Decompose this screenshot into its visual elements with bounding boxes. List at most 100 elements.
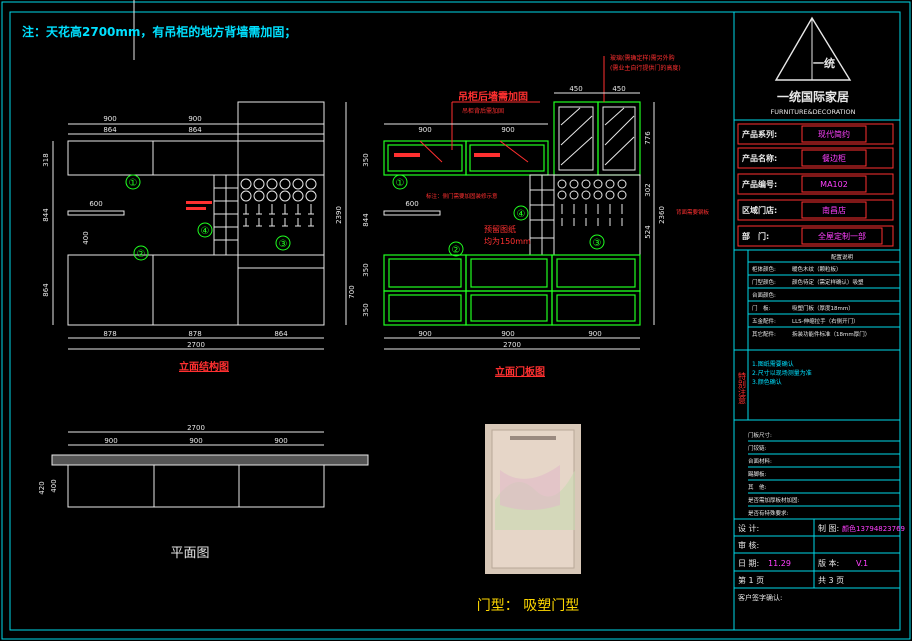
svg-text:420: 420 (38, 481, 46, 494)
svg-text:450: 450 (569, 85, 582, 93)
svg-text:11.29: 11.29 (768, 559, 791, 568)
svg-text:450: 450 (612, 85, 625, 93)
svg-text:400: 400 (50, 479, 58, 492)
svg-text:1.图纸需要确认: 1.图纸需要确认 (752, 360, 794, 368)
special-label: 特别注意 (738, 371, 747, 404)
svg-text:产品系列:: 产品系列: (742, 129, 777, 139)
svg-text:900: 900 (501, 126, 514, 134)
svg-text:600: 600 (405, 200, 418, 208)
svg-text:共 3 页: 共 3 页 (818, 576, 844, 585)
svg-text:五金配件:: 五金配件: (752, 317, 776, 325)
plan-wall (51, 454, 369, 466)
door-info-rows: 门板尺寸: 门铰链: 台面材料: 踢脚板: 其 他: 是否需加厚板材加固: 是否… (748, 431, 900, 517)
svg-text:864: 864 (188, 126, 202, 134)
svg-text:是否有特殊要求:: 是否有特殊要求: (748, 509, 789, 517)
plan-cabinet (67, 464, 325, 508)
base-cabinet-mid (152, 254, 239, 326)
svg-text:864: 864 (103, 126, 117, 134)
door-type: 门型： 吸塑门型 (477, 598, 579, 614)
svg-text:900: 900 (501, 330, 514, 338)
svg-text:900: 900 (274, 437, 287, 445)
svg-text:门板尺寸:: 门板尺寸: (748, 431, 772, 439)
svg-text:MA102: MA102 (820, 180, 848, 189)
svg-text:门 板:: 门 板: (752, 304, 771, 312)
info-rows: 产品系列: 现代简约 产品名称: 餐边柜 产品编号: MA102 区域门店: 南… (737, 123, 894, 247)
right-elevation: ① ② ③ ④ 吊柜后墙需加固 吊柜背后需加固 玻璃(需确定样)需另外购 (需业… (335, 54, 710, 378)
svg-text:900: 900 (103, 115, 116, 123)
company-name-en: FURNITURE&DECORATION (770, 108, 855, 116)
svg-text:台面颜色:: 台面颜色: (752, 291, 776, 299)
svg-text:全屋定制一部: 全屋定制一部 (818, 231, 866, 241)
svg-text:600: 600 (89, 200, 102, 208)
svg-text:(需业主自行提供门的高度): (需业主自行提供门的高度) (610, 64, 681, 72)
svg-text:②: ② (452, 245, 461, 256)
svg-text:标注：侧门需要加固装修示意: 标注：侧门需要加固装修示意 (426, 192, 498, 200)
upper-door-mid (465, 140, 549, 176)
plan-view: 2700 900 900 900 420 400 平面图 (38, 424, 369, 561)
config-header: 配置说明 (831, 253, 854, 261)
svg-text:其它配件:: 其它配件: (752, 330, 776, 338)
config-rows: 柜体颜色: 暖色木纹（颗粒板） 门型颜色: 颜色待定（需定样确认）吸塑 台面颜色… (748, 265, 900, 338)
door-sample: 门型： 吸塑门型 (477, 424, 581, 614)
svg-text:第 1 页: 第 1 页 (738, 575, 764, 585)
right-title: 立面门板图 (495, 365, 545, 378)
svg-text:LLS-伸缩拉手（右侧开门）: LLS-伸缩拉手（右侧开门） (792, 317, 859, 325)
marker-1: ① (129, 178, 138, 189)
left-title: 立面结构图 (179, 360, 229, 373)
title-block: 一统 一统国际家居 FURNITURE&DECORATION 产品系列: 现代简… (734, 16, 905, 602)
marker-4: ④ (201, 226, 210, 237)
drawing-note: 注：天花高2700mm，有吊柜的地方背墙需加固； (22, 24, 296, 39)
svg-text:2700: 2700 (503, 341, 521, 349)
svg-text:400: 400 (82, 231, 90, 244)
svg-text:524: 524 (644, 225, 652, 239)
svg-text:2700: 2700 (187, 424, 205, 432)
company-logo: 一统 (774, 16, 852, 81)
svg-text:柜体颜色:: 柜体颜色: (752, 265, 776, 273)
svg-text:产品编号:: 产品编号: (742, 179, 777, 189)
glass-door-left (553, 101, 599, 176)
customer-sign: 客户签字确认: (738, 593, 782, 602)
svg-text:2.尺寸以现场测量为准: 2.尺寸以现场测量为准 (752, 369, 812, 377)
svg-text:③: ③ (593, 238, 602, 249)
svg-text:台面材料:: 台面材料: (748, 457, 772, 465)
svg-text:吸塑门板（厚度18mm）: 吸塑门板（厚度18mm） (792, 304, 854, 312)
svg-text:864: 864 (274, 330, 288, 338)
plan-title: 平面图 (170, 546, 209, 561)
upper-cabinet-left (67, 140, 154, 176)
svg-text:900: 900 (588, 330, 601, 338)
svg-text:审 核:: 审 核: (738, 540, 759, 550)
svg-text:现代简约: 现代简约 (818, 129, 850, 139)
svg-text:④: ④ (517, 209, 526, 220)
svg-text:预留图纸: 预留图纸 (484, 224, 516, 234)
svg-text:产品名称:: 产品名称: (742, 153, 777, 163)
svg-text:350: 350 (362, 303, 370, 316)
svg-text:区域门店:: 区域门店: (742, 205, 777, 215)
svg-text:餐边柜: 餐边柜 (822, 153, 846, 163)
svg-text:均为150mm: 均为150mm (484, 236, 531, 246)
svg-text:V.1: V.1 (856, 559, 868, 568)
svg-text:门铰链:: 门铰链: (748, 444, 767, 452)
svg-text:900: 900 (418, 126, 431, 134)
svg-text:是否需加厚板材加固:: 是否需加厚板材加固: (748, 496, 800, 504)
company-name: 一统国际家居 (777, 89, 849, 104)
svg-text:部 门:: 部 门: (742, 231, 769, 241)
svg-text:拆装功能件标准（18mm厚门）: 拆装功能件标准（18mm厚门） (792, 330, 870, 338)
svg-text:南昌店: 南昌店 (822, 205, 846, 215)
svg-text:门型颜色:: 门型颜色: (752, 278, 776, 286)
svg-text:900: 900 (418, 330, 431, 338)
svg-text:吊柜背后需加固: 吊柜背后需加固 (462, 107, 504, 115)
svg-text:700: 700 (348, 285, 356, 298)
base-cabinet-left (67, 254, 154, 326)
svg-text:878: 878 (103, 330, 116, 338)
upper-cabinet-mid (152, 140, 239, 176)
callout-wall: 吊柜后墙需加固 (458, 90, 528, 103)
svg-text:颜色13794823769: 颜色13794823769 (842, 524, 905, 533)
svg-text:844: 844 (42, 208, 50, 222)
svg-text:302: 302 (644, 183, 652, 196)
svg-text:878: 878 (188, 330, 201, 338)
svg-text:900: 900 (188, 115, 201, 123)
svg-text:制 图:: 制 图: (818, 523, 839, 533)
marker-2: ② (137, 249, 146, 260)
svg-text:背面需要钢板: 背面需要钢板 (676, 208, 710, 216)
